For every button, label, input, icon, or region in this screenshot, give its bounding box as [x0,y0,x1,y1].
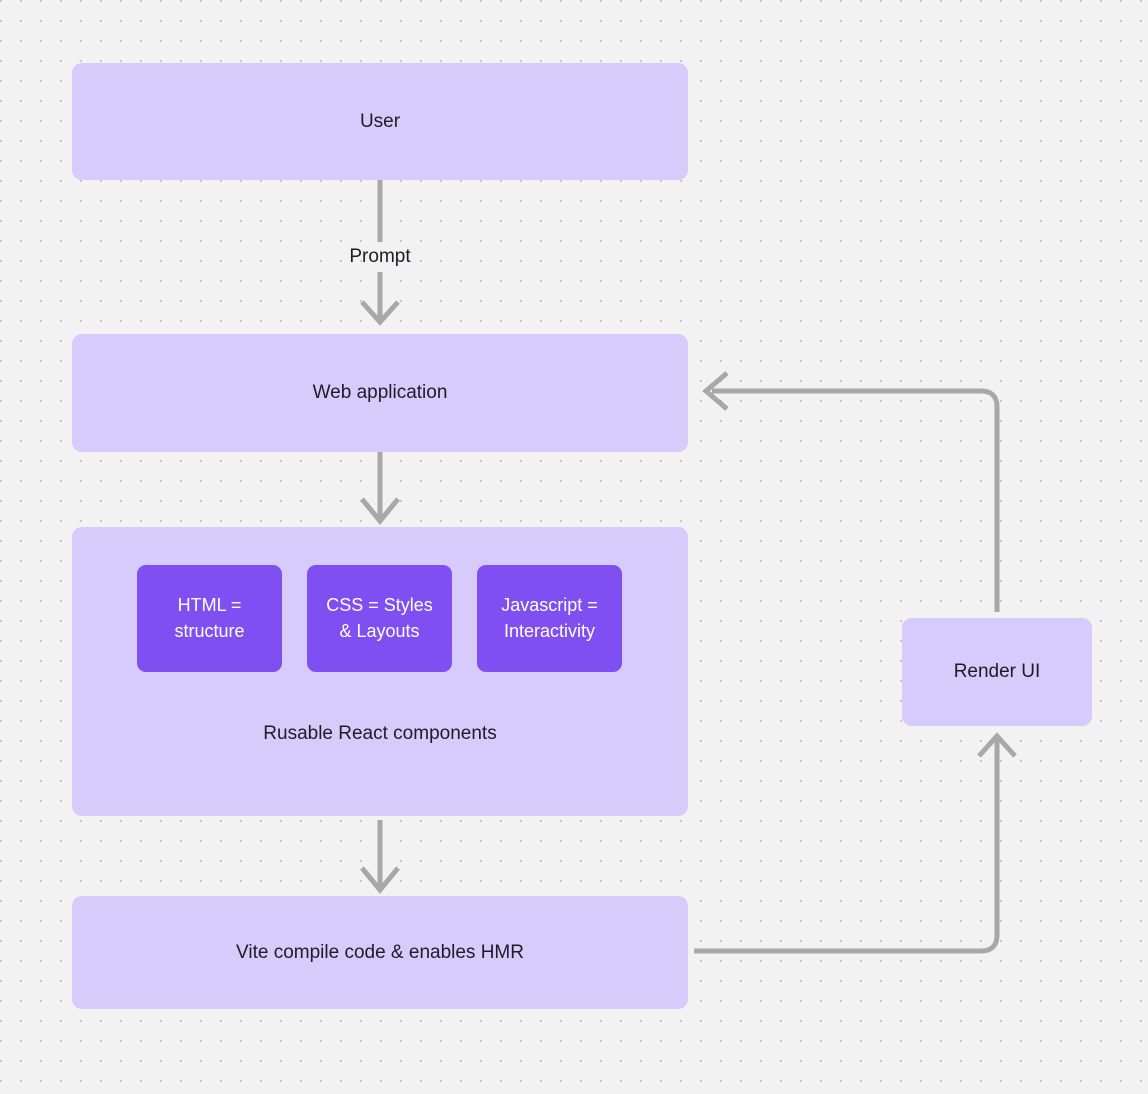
arrowhead-web-application-to-components [360,497,400,525]
node-javascript-line2: Interactivity [503,620,595,641]
node-css-label: CSS = Styles & Layouts [326,593,433,644]
node-html-line2: structure [174,620,245,641]
node-css-line1: CSS = Styles [326,594,433,615]
node-render-ui[interactable]: Render UI [902,618,1092,726]
node-html-line1: HTML = [177,594,242,615]
arrowhead-components-to-vite [360,866,400,894]
node-components-group-caption: Rusable React components [263,723,497,744]
edge-label-prompt: Prompt [349,246,411,267]
node-render-ui-label: Render UI [953,661,1041,683]
node-user-label: User [359,110,401,132]
node-user[interactable]: User [72,63,688,180]
node-css[interactable]: CSS = Styles & Layouts [307,565,452,672]
node-javascript-label: Javascript = Interactivity [501,593,598,644]
node-html-label: HTML = structure [174,593,244,644]
node-web-application[interactable]: Web application [72,334,688,452]
arrowhead-render-ui-to-web-application [702,371,729,411]
node-html[interactable]: HTML = structure [137,565,282,672]
node-javascript[interactable]: Javascript = Interactivity [477,565,622,672]
arrowhead-user-to-web-application [360,300,400,326]
node-javascript-line1: Javascript = [501,594,598,615]
arrowhead-vite-to-render-ui [977,732,1017,758]
node-vite[interactable]: Vite compile code & enables HMR [72,896,688,1009]
node-vite-label: Vite compile code & enables HMR [236,941,524,963]
node-components-group[interactable]: HTML = structure CSS = Styles & Layouts … [72,527,688,816]
edge-render-ui-to-web-application [712,388,1000,612]
node-css-line2: & Layouts [339,620,420,641]
node-web-application-label: Web application [312,382,448,404]
edge-vite-to-render-ui [694,740,1000,954]
